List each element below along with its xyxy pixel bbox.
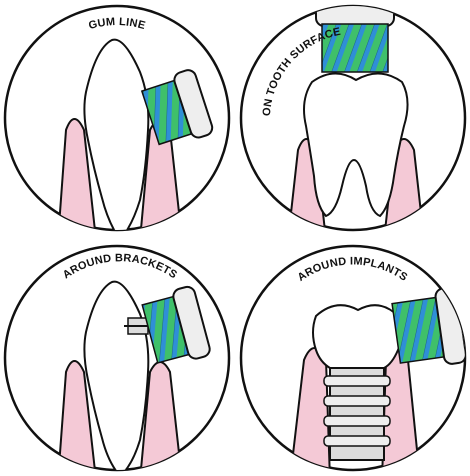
panel-tooth-surface: ON TOOTH SURFACE — [241, 4, 465, 250]
implant-screw-icon — [324, 368, 390, 460]
panel-implants: AROUND IMPLANTS — [241, 246, 467, 476]
tooth-icon — [313, 305, 402, 368]
panel-gum-line: GUM LINE — [5, 6, 229, 250]
panel-brackets: AROUND BRACKETS — [5, 246, 229, 476]
